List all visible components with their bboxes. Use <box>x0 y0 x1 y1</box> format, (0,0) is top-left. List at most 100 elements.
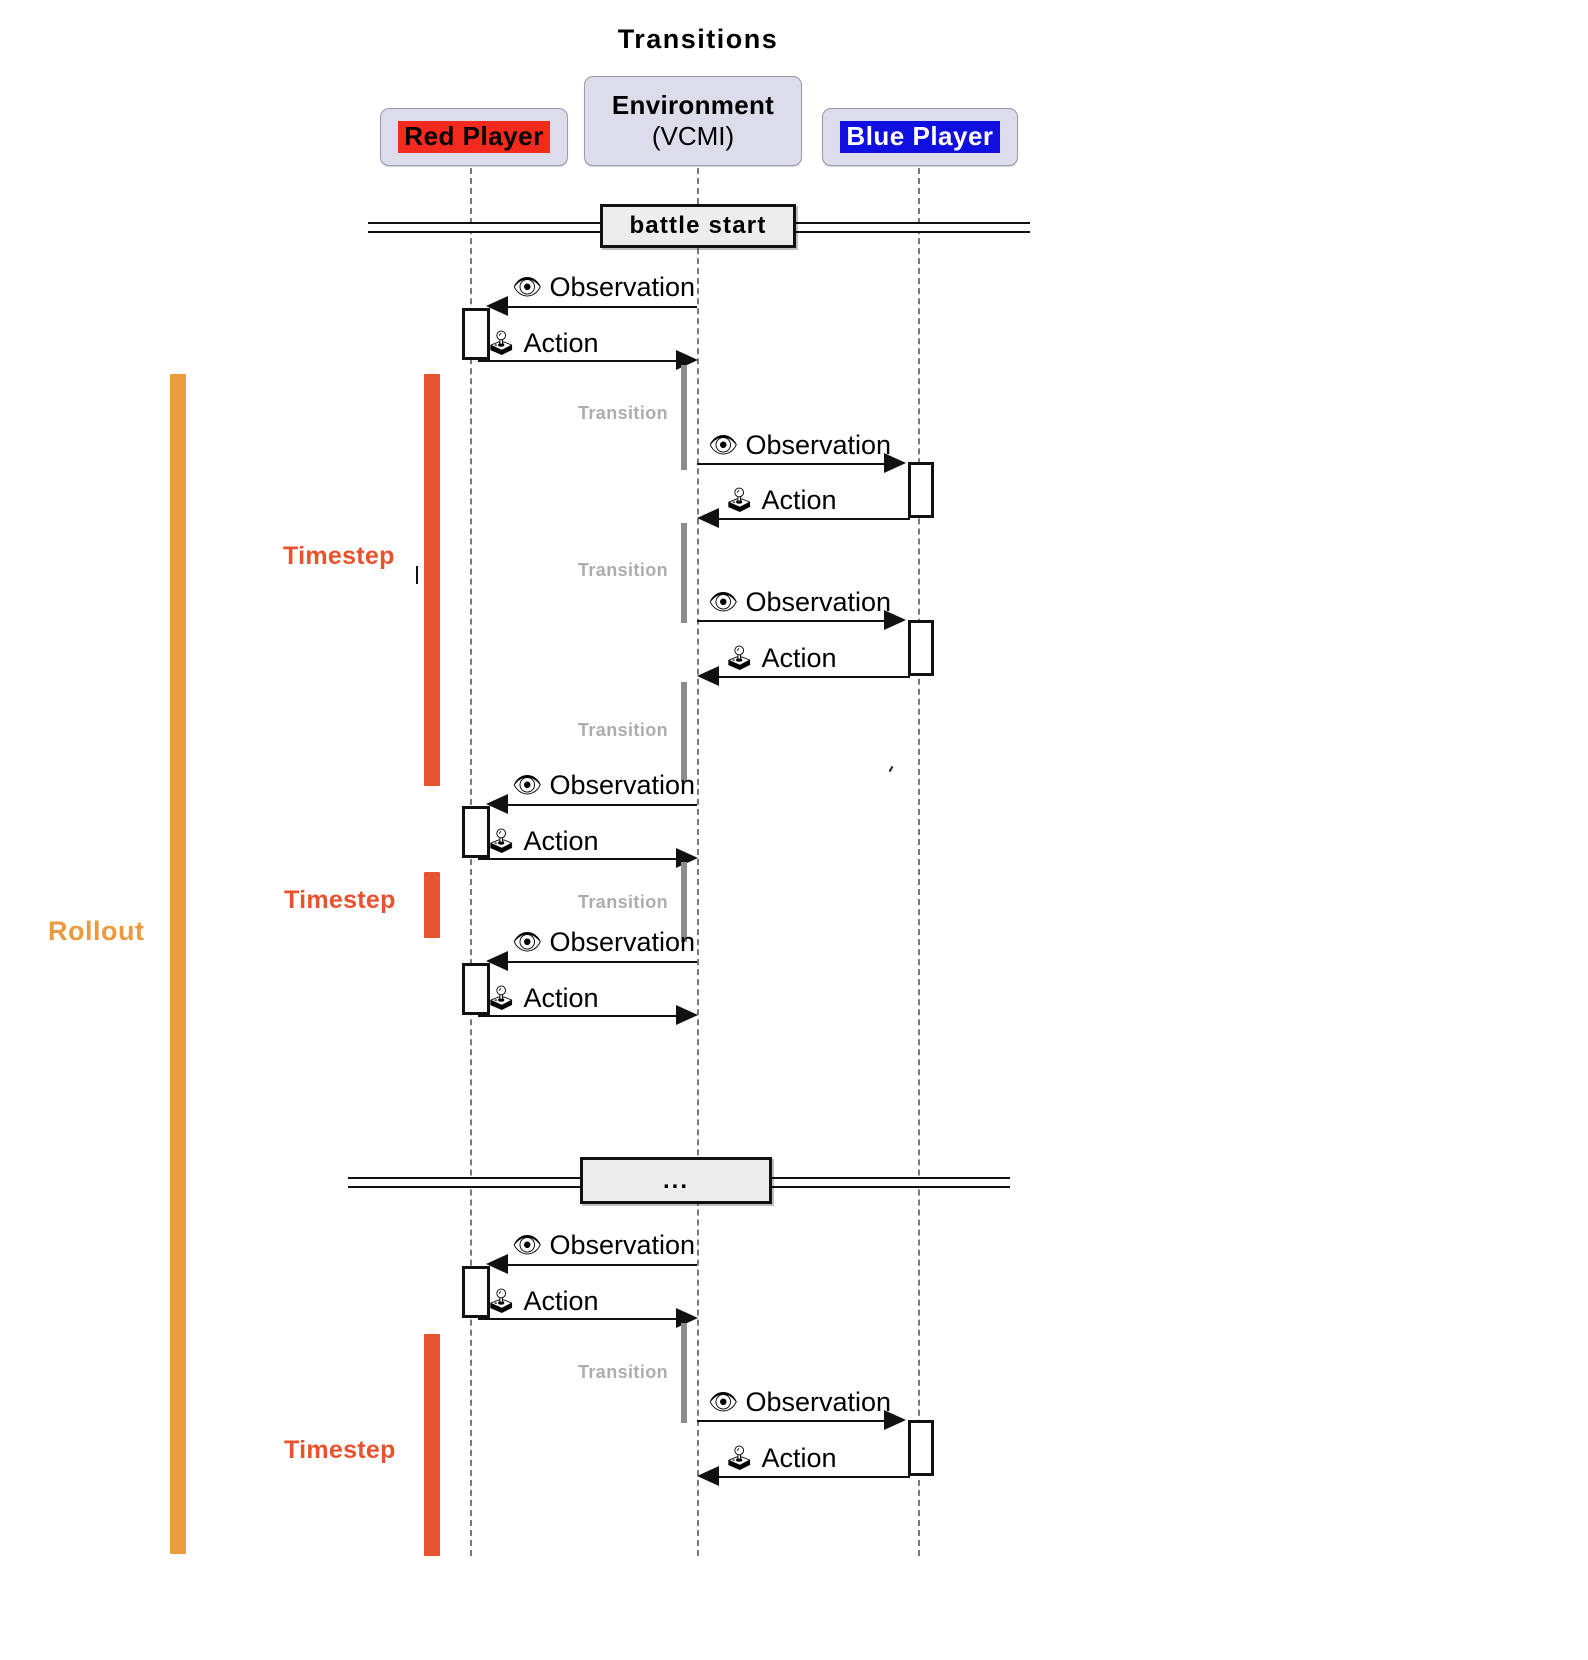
message-arrow-observation <box>697 1420 887 1422</box>
message-arrow-observation <box>697 463 887 465</box>
message-text: Action <box>523 328 599 358</box>
divider-ellipsis: ... <box>580 1157 772 1204</box>
participant-environment-sublabel: (VCMI) <box>651 121 735 151</box>
eye-icon: 👁 <box>708 431 739 459</box>
lifeline-blue-player <box>918 168 920 1556</box>
divider-rail-left-2 <box>348 1177 586 1188</box>
participant-red-player[interactable]: Red Player <box>380 108 568 166</box>
arrowhead-right <box>884 610 906 630</box>
eye-icon: 👁 <box>708 588 739 616</box>
joystick-icon: 🕹 <box>724 486 755 514</box>
message-label-observation: 👁 Observation <box>708 1389 891 1416</box>
arrowhead-right <box>676 350 698 370</box>
scope-bar-timestep-1 <box>424 374 440 786</box>
stray-mark <box>888 765 894 773</box>
activation-blue-player <box>908 462 934 518</box>
transition-label-3: Transition <box>578 720 669 740</box>
eye-icon: 👁 <box>512 928 543 956</box>
participant-blue-player-label: Blue Player <box>840 121 1000 153</box>
message-arrow-action <box>478 1318 682 1320</box>
message-arrow-observation <box>697 620 887 622</box>
activation-red-player <box>462 1266 490 1318</box>
participant-environment[interactable]: Environment (VCMI) <box>584 76 802 166</box>
eye-icon: 👁 <box>512 273 543 301</box>
scope-label-timestep-3: Timestep <box>284 1436 396 1464</box>
arrowhead-right <box>884 1410 906 1430</box>
arrowhead-left <box>486 794 508 814</box>
divider-rail-right <box>790 222 1030 233</box>
eye-icon: 👁 <box>708 1388 739 1416</box>
arrowhead-left <box>486 951 508 971</box>
participant-environment-label: Environment <box>611 90 775 121</box>
message-text: Action <box>761 643 837 673</box>
message-label-observation: 👁 Observation <box>512 274 695 301</box>
activation-blue-player <box>908 1420 934 1476</box>
scope-label-timestep-2: Timestep <box>284 886 396 914</box>
arrowhead-left <box>697 508 719 528</box>
message-arrow-observation <box>490 804 697 806</box>
message-arrow-observation <box>490 1264 697 1266</box>
divider-rail-right-2 <box>766 1177 1010 1188</box>
activation-red-player <box>462 806 490 858</box>
participant-blue-player[interactable]: Blue Player <box>822 108 1018 166</box>
message-arrow-action <box>713 1476 910 1478</box>
message-label-observation: 👁 Observation <box>708 589 891 616</box>
message-label-observation: 👁 Observation <box>512 929 695 956</box>
message-label-action: 🕹 Action <box>724 645 837 672</box>
transition-label-5: Transition <box>578 1362 669 1382</box>
joystick-icon: 🕹 <box>486 329 517 357</box>
eye-icon: 👁 <box>512 1231 543 1259</box>
message-label-action: 🕹 Action <box>724 1445 837 1472</box>
arrowhead-left <box>486 296 508 316</box>
message-text: Observation <box>745 1387 892 1417</box>
transition-label-4: Transition <box>578 892 669 912</box>
arrowhead-right <box>676 1005 698 1025</box>
lifeline-environment <box>697 168 699 1556</box>
activation-environment <box>681 1323 687 1423</box>
joystick-icon: 🕹 <box>486 827 517 855</box>
message-label-action: 🕹 Action <box>486 828 599 855</box>
message-label-observation: 👁 Observation <box>708 432 891 459</box>
page-title: Transitions <box>617 24 779 54</box>
activation-environment <box>681 523 687 623</box>
arrowhead-left <box>697 1466 719 1486</box>
message-label-observation: 👁 Observation <box>512 1232 695 1259</box>
message-text: Action <box>761 485 837 515</box>
activation-environment <box>681 682 687 782</box>
timestep-1-tick <box>416 566 418 584</box>
message-label-action: 🕹 Action <box>486 1288 599 1315</box>
message-text: Action <box>523 826 599 856</box>
scope-bar-rollout <box>170 374 186 1554</box>
message-label-action: 🕹 Action <box>486 330 599 357</box>
message-arrow-action <box>713 518 910 520</box>
message-text: Action <box>523 1286 599 1316</box>
eye-icon: 👁 <box>512 771 543 799</box>
message-label-observation: 👁 Observation <box>512 772 695 799</box>
scope-bar-timestep-2 <box>424 872 440 938</box>
divider-rail-left <box>368 222 606 233</box>
activation-environment <box>681 862 687 942</box>
activation-environment <box>681 365 687 470</box>
scope-label-rollout: Rollout <box>48 916 145 946</box>
message-arrow-action <box>478 858 682 860</box>
message-text: Observation <box>549 927 696 957</box>
joystick-icon: 🕹 <box>724 1444 755 1472</box>
message-text: Observation <box>745 430 892 460</box>
message-arrow-action <box>478 360 682 362</box>
message-text: Action <box>761 1443 837 1473</box>
message-text: Observation <box>549 770 696 800</box>
message-text: Observation <box>745 587 892 617</box>
scope-label-timestep-1: Timestep <box>283 542 395 570</box>
arrowhead-right <box>884 453 906 473</box>
arrowhead-right <box>676 848 698 868</box>
divider-battle-start: battle start <box>600 204 796 248</box>
message-arrow-observation <box>490 961 697 963</box>
joystick-icon: 🕹 <box>486 984 517 1012</box>
activation-blue-player <box>908 620 934 676</box>
transition-label-2: Transition <box>578 560 669 580</box>
scope-bar-timestep-3 <box>424 1334 440 1556</box>
message-text: Observation <box>549 272 696 302</box>
message-label-action: 🕹 Action <box>724 487 837 514</box>
message-label-action: 🕹 Action <box>486 985 599 1012</box>
